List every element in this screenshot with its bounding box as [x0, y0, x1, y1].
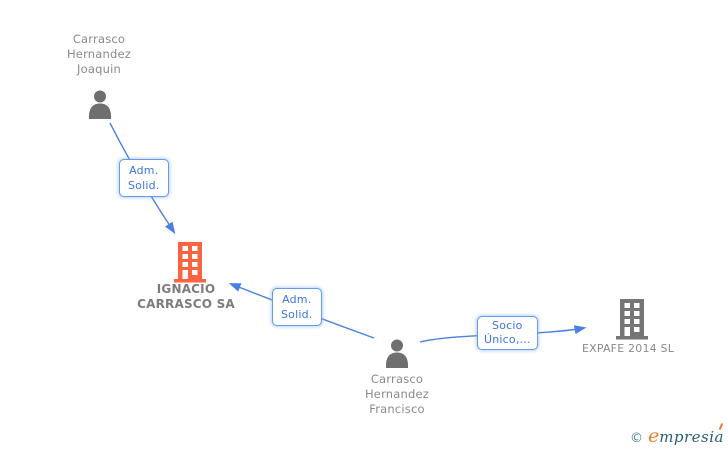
- node-label-line: EXPAFE 2014 SL: [581, 342, 675, 355]
- node-label-line: Carrasco: [72, 32, 126, 46]
- node-label-line: CARRASCO SA: [137, 297, 235, 311]
- brand-wordmark: empresia: [647, 422, 724, 447]
- edge-label-line: Adm.: [129, 164, 159, 177]
- node-label-line: Hernandez: [364, 387, 430, 401]
- edge-label-line: Adm.: [282, 293, 312, 306]
- company-node-expafe[interactable]: [612, 297, 652, 344]
- person-node-joaquin[interactable]: [85, 89, 115, 125]
- node-label-line: Francisco: [369, 402, 425, 416]
- edge-label-joaquin-to-ignacio[interactable]: Adm. Solid.: [119, 159, 169, 197]
- company-node-ignacio[interactable]: [170, 240, 210, 287]
- person-icon: [386, 339, 408, 368]
- edge-label-line: Solid.: [128, 179, 160, 192]
- person-icon: [89, 90, 111, 119]
- node-label-line: IGNACIO: [156, 282, 216, 296]
- node-label-ignacio[interactable]: IGNACIO CARRASCO SA: [116, 282, 256, 312]
- building-icon: [616, 299, 648, 340]
- building-icon: [174, 242, 206, 283]
- edge-label-line: Solid.: [281, 308, 313, 321]
- node-label-line: Joaquin: [77, 62, 121, 76]
- brand-rest: mpresia: [659, 428, 724, 446]
- edge-label-francisco-to-expafe[interactable]: Socio Único,...: [477, 316, 538, 350]
- copyright-icon: ©: [629, 431, 643, 446]
- node-label-expafe[interactable]: EXPAFE 2014 SL: [558, 341, 698, 356]
- edge-label-francisco-to-ignacio[interactable]: Adm. Solid.: [272, 288, 322, 326]
- node-label-francisco[interactable]: Carrasco Hernandez Francisco: [327, 372, 467, 417]
- edge-label-line: Único,...: [484, 333, 531, 346]
- node-label-line: Carrasco: [370, 372, 424, 386]
- brand-initial: e: [647, 425, 660, 447]
- node-label-line: Hernandez: [66, 47, 132, 61]
- empresia-logo[interactable]: © empresia: [629, 422, 724, 447]
- node-label-joaquin[interactable]: Carrasco Hernandez Joaquin: [29, 32, 169, 77]
- person-node-francisco[interactable]: [382, 338, 412, 374]
- edge-label-line: Socio: [492, 319, 523, 332]
